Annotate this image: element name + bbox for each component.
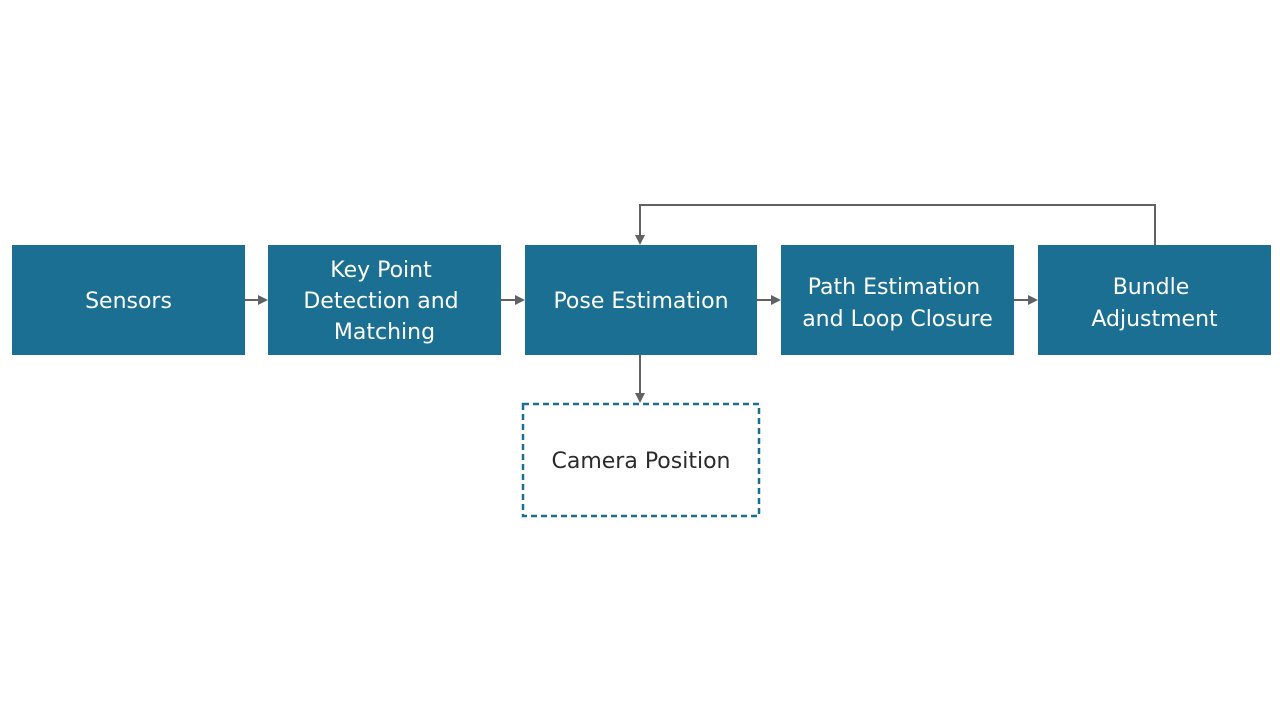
output-camera-line-1: Camera Position bbox=[552, 449, 731, 474]
node-bundle-line-2: Adjustment bbox=[1091, 307, 1218, 332]
node-sensors: Sensors bbox=[12, 245, 245, 355]
node-sensors-line-1: Sensors bbox=[85, 289, 172, 314]
node-keypoint-line-1: Key Point bbox=[330, 258, 432, 283]
svg-text:Bundle Adjustment: Bundle Adjustment bbox=[1091, 275, 1218, 332]
node-bundle: Bundle Adjustment bbox=[1038, 245, 1271, 355]
node-keypoint: Key Point Detection and Matching bbox=[268, 245, 501, 355]
svg-text:Path Estimation and Loop: Path Estimation and Loop Closure bbox=[802, 275, 993, 332]
svg-text:Pose Estimation: Pose Estimation bbox=[553, 289, 728, 314]
node-path: Path Estimation and Loop Closure bbox=[781, 245, 1014, 355]
node-bundle-line-1: Bundle bbox=[1113, 275, 1190, 300]
svg-text:Sensors: Sensors bbox=[85, 289, 172, 314]
node-path-line-2: and Loop Closure bbox=[802, 307, 993, 332]
node-pose-line-1: Pose Estimation bbox=[553, 289, 728, 314]
svg-text:Camera Position: Camera Position bbox=[552, 449, 731, 474]
node-keypoint-line-2: Detection and bbox=[303, 289, 458, 314]
svg-text:Key Point Detection and: Key Point Detection and Matching bbox=[303, 258, 465, 345]
edge-bundle-pose-feedback bbox=[635, 204, 1156, 245]
edges bbox=[245, 204, 1156, 403]
output-camera-position: Camera Position bbox=[521, 402, 761, 518]
node-path-line-1: Path Estimation bbox=[808, 275, 980, 300]
node-pose: Pose Estimation bbox=[525, 245, 757, 355]
node-keypoint-line-3: Matching bbox=[334, 320, 435, 345]
